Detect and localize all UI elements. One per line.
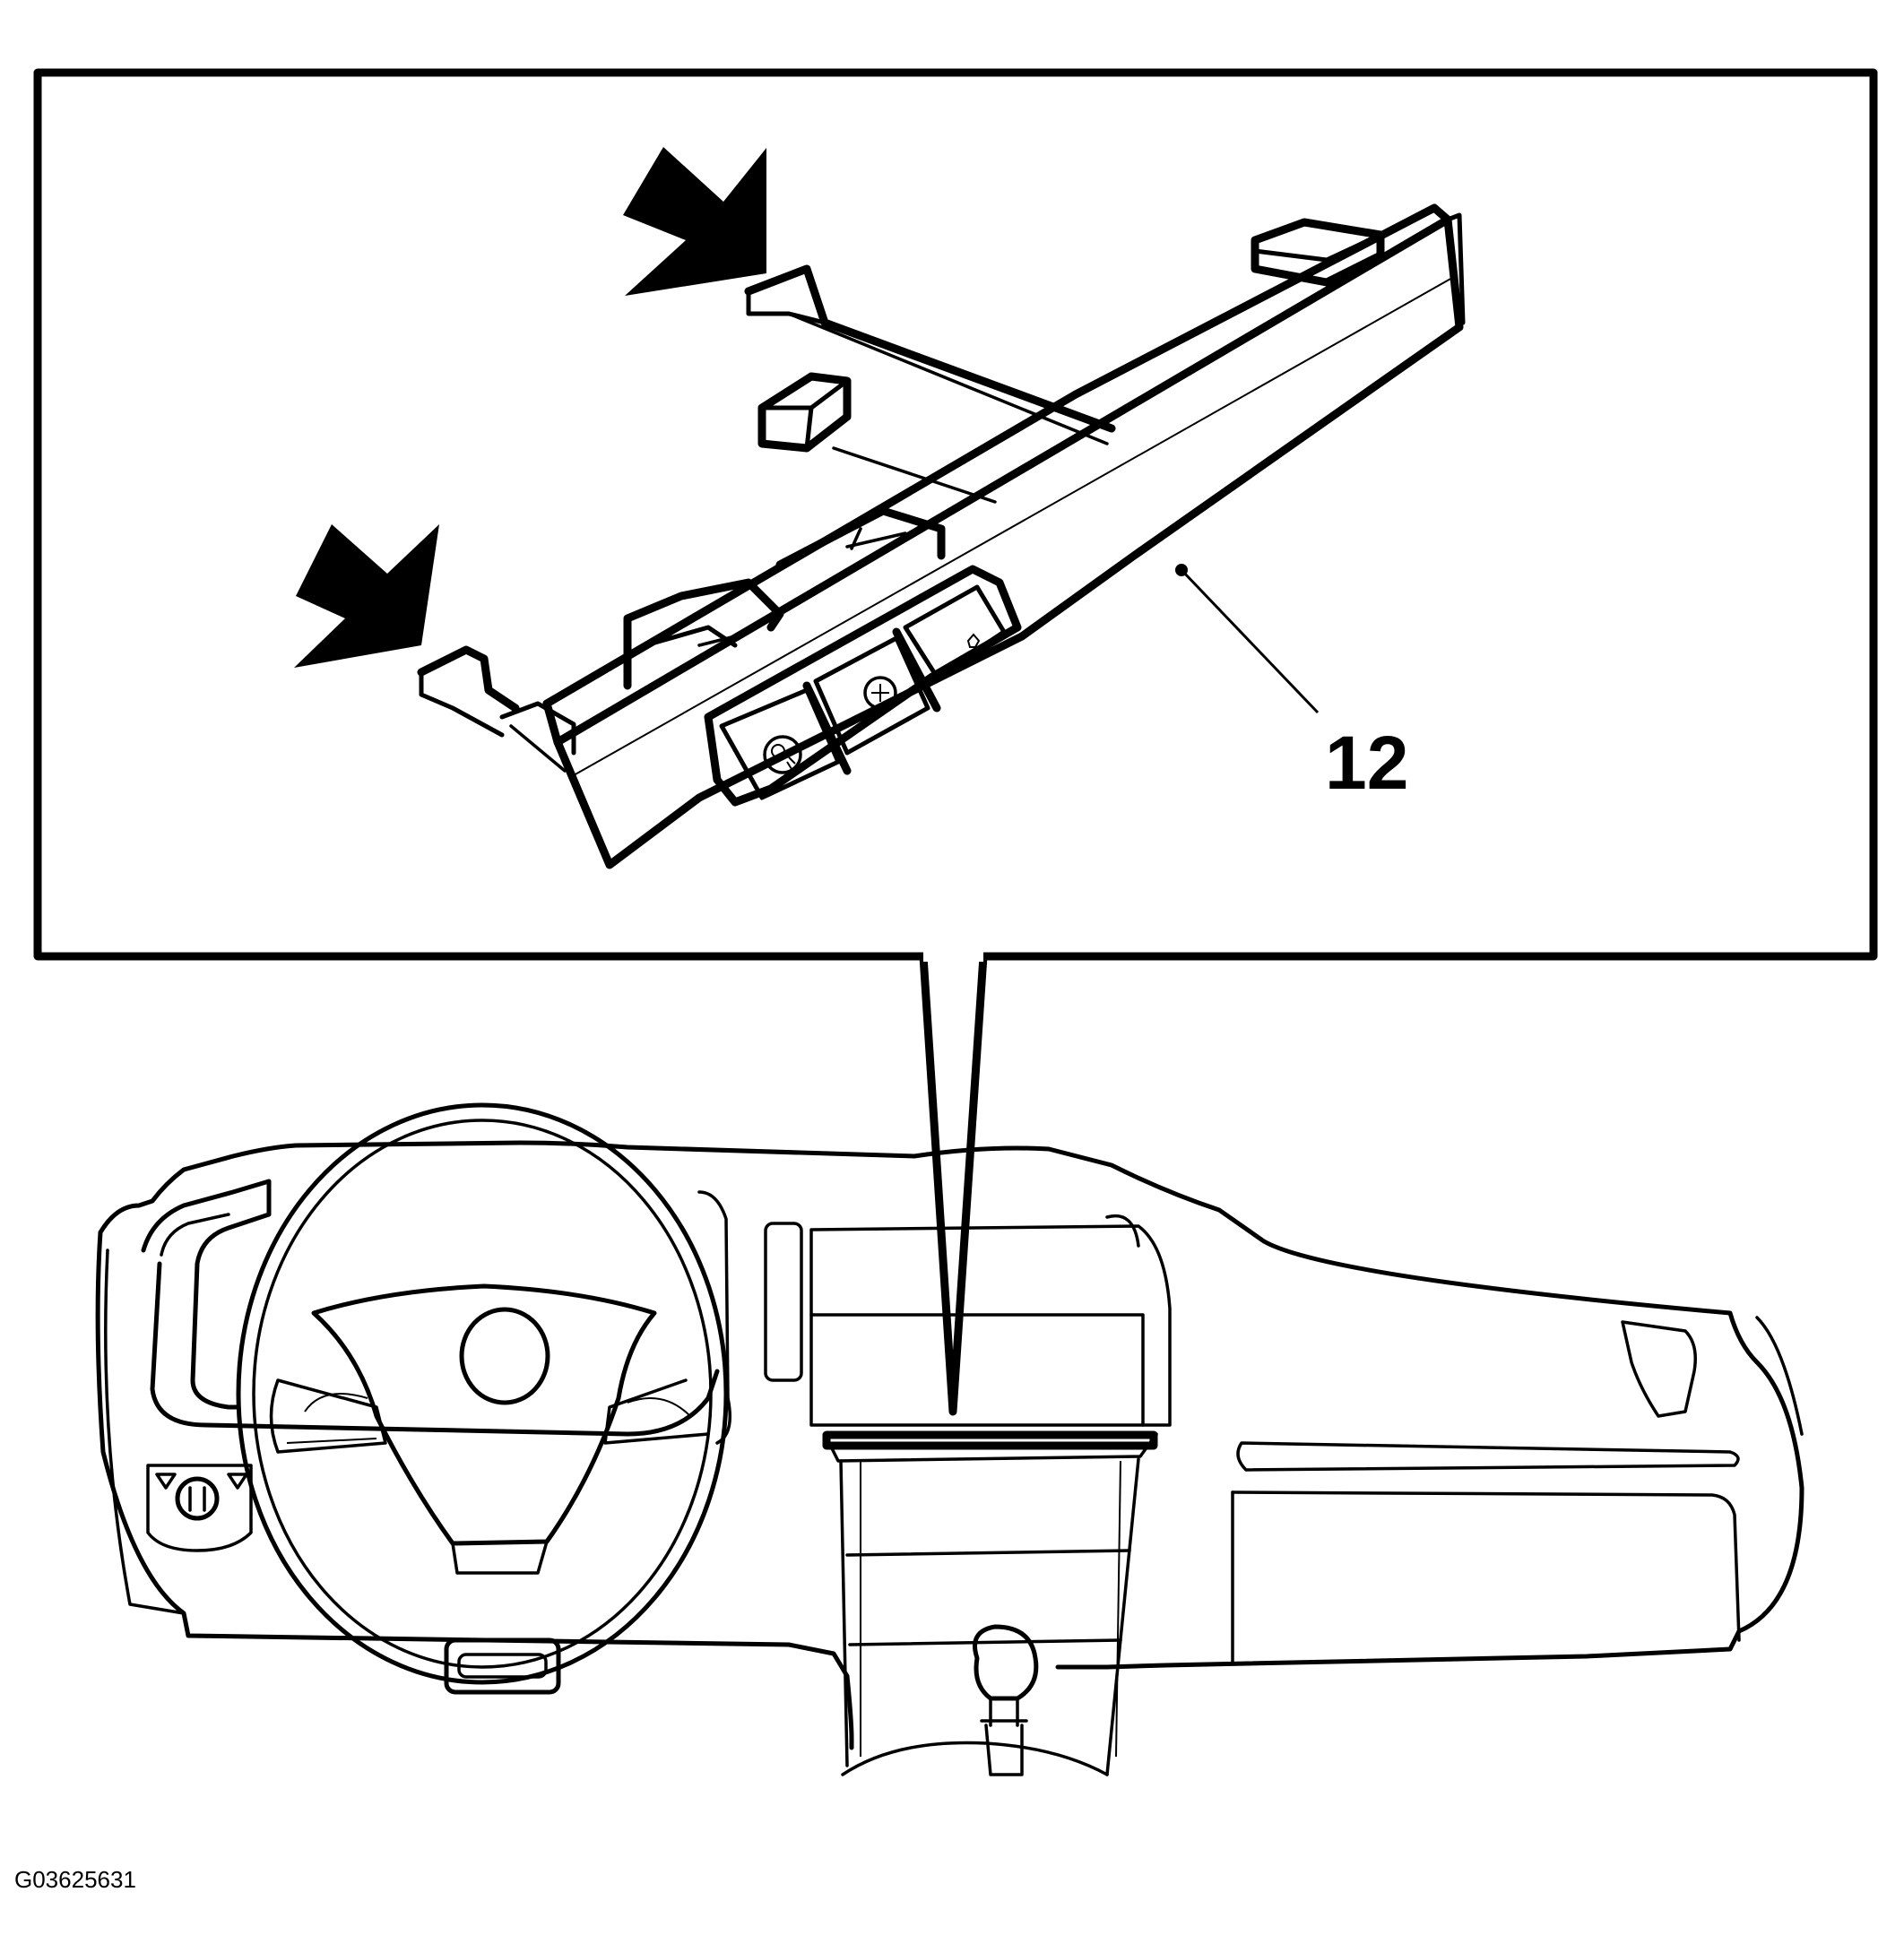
dashboard	[95, 1102, 1804, 1776]
push-arrow-icon	[623, 147, 766, 296]
callout-number: 12	[1325, 721, 1408, 805]
passenger-airbag-icon	[763, 735, 802, 774]
figure-id: G03625631	[14, 1866, 136, 1893]
callout-12: 12	[1175, 564, 1408, 805]
push-arrow-icon-2	[294, 524, 439, 668]
detail-inset-frame	[33, 68, 1878, 961]
trim-panel	[417, 203, 1466, 869]
indicator-icon	[966, 633, 981, 648]
hazard-icon	[863, 676, 897, 710]
switch-module	[704, 565, 1022, 807]
inset-pointer	[919, 951, 988, 1416]
